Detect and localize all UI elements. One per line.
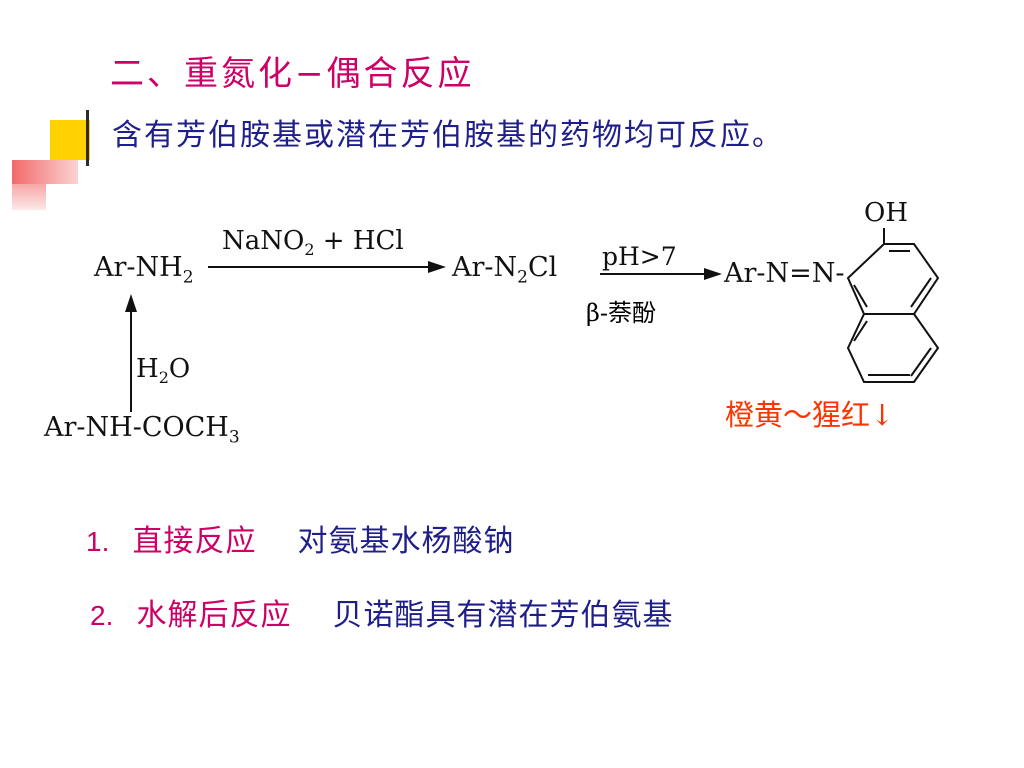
- nitrosation-reagents: NaNO2 + HCl: [222, 226, 404, 259]
- acetamide-precursor: Ar-NH-COCH3: [44, 412, 240, 447]
- accent-bar: [86, 110, 89, 166]
- nitrosation-reagent-b: + HCl: [314, 226, 404, 256]
- corner-decoration: [12, 160, 78, 184]
- hydrolysis-text-b: O: [168, 354, 191, 384]
- diazonium-text-b: Cl: [527, 252, 558, 283]
- result-precipitate: 橙黄～猩红↓: [725, 398, 895, 432]
- acetamide-subscript: 3: [228, 427, 240, 448]
- acetamide-text: Ar-NH-COCH: [44, 412, 229, 443]
- diazonium-text-a: Ar-N: [452, 252, 518, 283]
- aromatic-amine-subscript: 2: [182, 267, 194, 288]
- hydrolysis-text-a: H: [136, 354, 159, 384]
- item-description: 贝诺酯具有潜在芳伯氨基: [332, 598, 674, 633]
- item-number: 1.: [86, 526, 110, 557]
- coupling-reagent: β-萘酚: [586, 299, 656, 327]
- list-item: 2. 水解后反应 贝诺酯具有潜在芳伯氨基: [90, 590, 674, 634]
- azo-product: Ar-N=N-: [724, 258, 845, 289]
- slide-subtitle: 含有芳伯胺基或潜在芳伯胺基的药物均可反应。: [112, 118, 784, 153]
- ph-condition: pH>7: [602, 242, 677, 271]
- arrow-coupling: [600, 268, 722, 280]
- item-number: 2.: [90, 600, 114, 631]
- diazonium-subscript: 2: [517, 267, 528, 288]
- slide-title: 二、重氮化−偶合反应: [110, 54, 475, 94]
- arrow-nitrosation: [208, 261, 446, 273]
- hydrolysis-subscript: 2: [158, 368, 169, 388]
- item-label: 直接反应: [132, 524, 257, 559]
- aromatic-amine: Ar-NH2: [94, 252, 194, 287]
- item-description: 对氨基水杨酸钠: [297, 524, 515, 559]
- naphthalene-ring: [846, 228, 940, 383]
- corner-decoration: [50, 120, 90, 160]
- nitrosation-reagent-a: NaNO: [222, 226, 305, 256]
- aromatic-amine-text: Ar-NH: [94, 252, 183, 283]
- diazonium-salt: Ar-N2Cl: [452, 252, 557, 287]
- nitrosation-reagent-subscript: 2: [304, 240, 315, 260]
- hydrolysis-reagent: H2O: [136, 354, 190, 387]
- item-label: 水解后反应: [136, 598, 292, 633]
- arrow-hydrolysis: [125, 294, 137, 412]
- hydroxyl-group: OH: [864, 198, 908, 228]
- list-item: 1. 直接反应 对氨基水杨酸钠: [86, 516, 515, 560]
